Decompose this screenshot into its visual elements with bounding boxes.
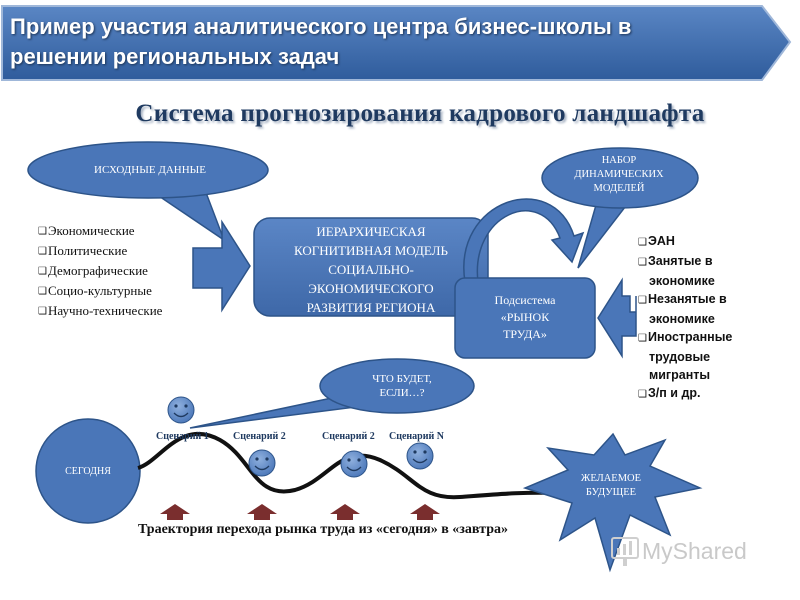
up-arrow-1 [160,504,190,520]
list-to-labor-arrow [597,277,637,359]
smiley-face-3 [340,450,368,478]
source-list: Экономические Политические Демографическ… [38,222,218,322]
scenario-label-1: Сценарий 1 [156,431,209,442]
smiley-face-1 [167,396,195,424]
indicator-item: Иностранные трудовые мигранты [638,328,762,384]
model-line: СОЦИАЛЬНО- [328,262,414,277]
loop-arrow [463,198,585,283]
labor-line: «РЫНОК [500,310,550,324]
source-list-item: Научно-технические [38,302,218,322]
model-line: РАЗВИТИЯ РЕГИОНА [306,300,436,315]
future-label: ЖЕЛАЕМОЕ БУДУЩЕЕ [566,472,656,500]
indicator-item: ЭАН [638,232,762,252]
what-if-line: ЕСЛИ…? [379,387,425,399]
indicator-item: Занятые в экономике [638,252,762,290]
what-if-label: ЧТО БУДЕТ, ЕСЛИ…? [352,372,452,400]
watermark-text: MyShared [642,538,747,564]
scenario-label-2: Сценарий 2 [233,431,286,442]
indicator-item: Незанятые в экономике [638,290,762,328]
model-box [253,217,489,317]
trajectory-caption: Траектория перехода рынка труда из «сего… [138,522,508,537]
what-if-bubble [189,358,475,429]
dynamic-models-label: НАБОР ДИНАМИЧЕСКИХ МОДЕЛЕЙ [566,154,672,196]
labor-line: Подсистема [494,293,556,307]
dyn-line: НАБОР [601,155,637,166]
header-banner [1,5,792,81]
future-star [522,432,703,573]
today-label: СЕГОДНЯ [65,466,111,477]
source-list-item: Экономические [38,222,218,242]
future-line: БУДУЩЕЕ [585,487,637,498]
future-line: ЖЕЛАЕМОЕ [580,473,642,484]
model-line: ИЕРАРХИЧЕСКАЯ [316,224,426,239]
labor-market-text: Подсистема «РЫНОК ТРУДА» [458,292,592,343]
header-line-2: решении региональных задач [10,44,340,69]
watermark-icon [611,537,639,566]
source-list-item: Политические [38,242,218,262]
what-if-line: ЧТО БУДЕТ, [372,373,432,385]
labor-indicators-list: ЭАН Занятые в экономике Незанятые в экон… [638,232,762,404]
dyn-line: ДИНАМИЧЕСКИХ [574,169,664,180]
smiley-face-2 [248,449,276,477]
scenario-label-3: Сценарий 2 [322,431,375,442]
model-box-text: ИЕРАРХИЧЕСКАЯ КОГНИТИВНАЯ МОДЕЛЬ СОЦИАЛЬ… [258,222,484,317]
model-line: ЭКОНОМИЧЕСКОГО [308,281,434,296]
indicator-item: З/п и др. [638,384,762,404]
header-title: Пример участия аналитического центра биз… [10,12,770,72]
source-list-item: Демографические [38,262,218,282]
up-arrow-3 [330,504,360,520]
dyn-line: МОДЕЛЕЙ [593,183,645,194]
scenario-label-n: Сценарий N [389,431,444,442]
labor-market-box [454,277,596,359]
today-circle [35,418,141,524]
trajectory-curve [137,431,561,500]
up-arrow-2 [247,504,277,520]
dynamic-models-bubble [541,147,699,269]
source-list-item: Социо-культурные [38,282,218,302]
diagram-title: Система прогнозирования кадрового ландша… [135,100,705,127]
model-line: КОГНИТИВНАЯ МОДЕЛЬ [294,243,448,258]
source-data-label: ИСХОДНЫЕ ДАННЫЕ [94,164,206,176]
labor-line: ТРУДА» [503,327,547,341]
up-arrow-4 [410,504,440,520]
smiley-face-4 [406,442,434,470]
header-line-1: Пример участия аналитического центра биз… [10,14,632,39]
